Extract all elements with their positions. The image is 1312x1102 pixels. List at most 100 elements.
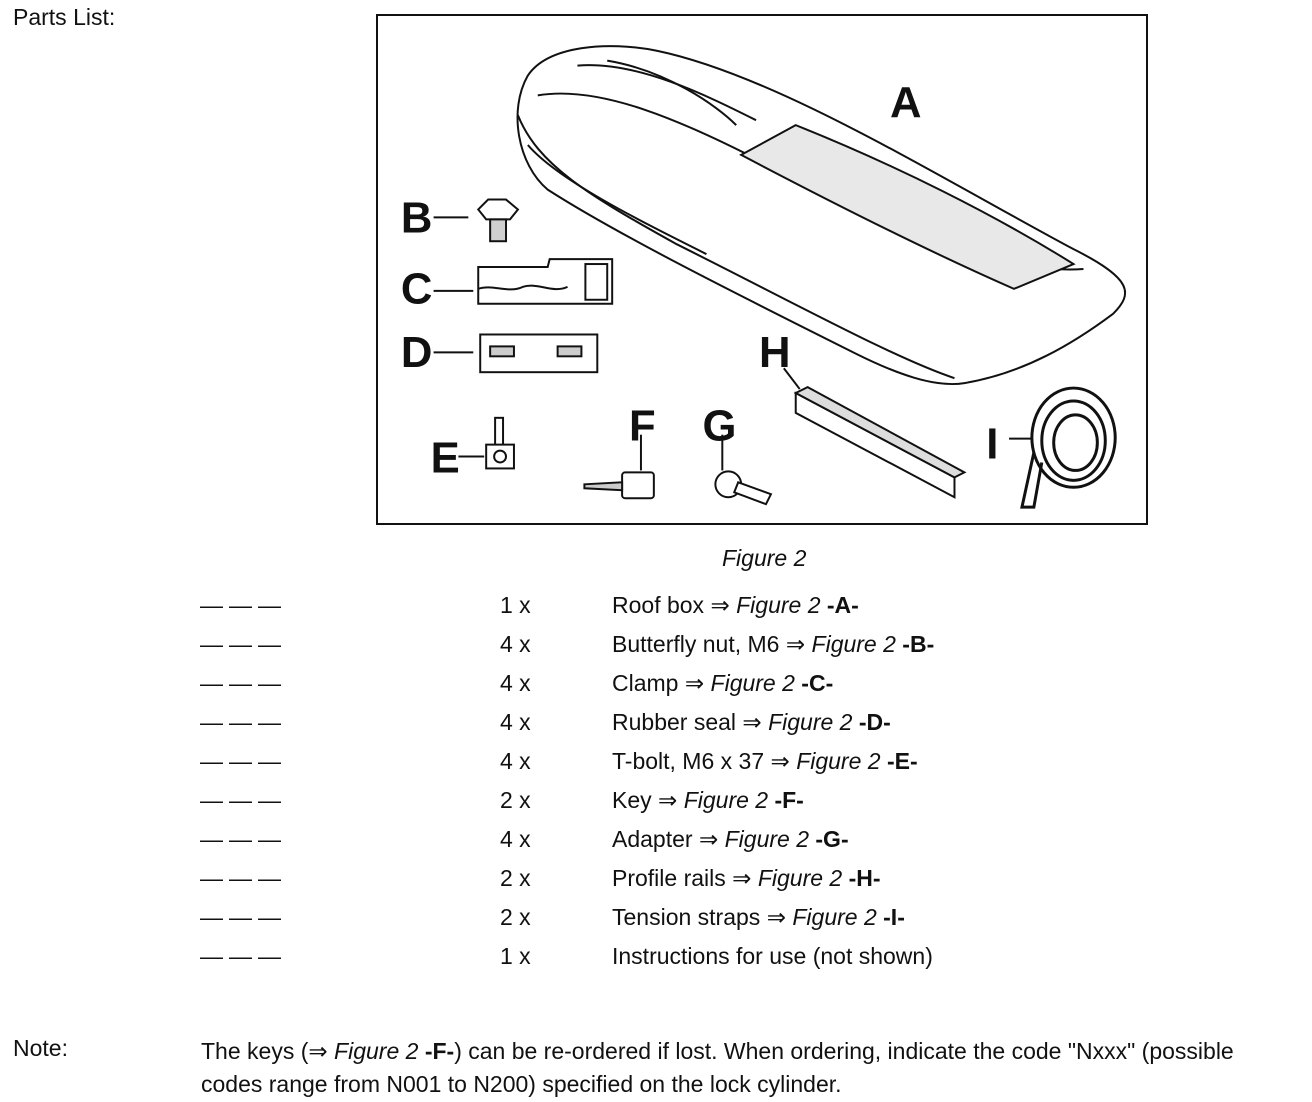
key-drawing bbox=[583, 434, 655, 500]
part-description: Instructions for use (not shown) bbox=[612, 943, 933, 970]
figure-letter: -B- bbox=[902, 631, 935, 657]
parts-row: ——— 1 x Roof box ⇒ Figure 2 -A- bbox=[0, 592, 1312, 628]
arrow-icon: ⇒ bbox=[766, 904, 786, 930]
part-number: ——— bbox=[200, 787, 287, 813]
part-number: ——— bbox=[200, 631, 287, 657]
figure-letter: -D- bbox=[858, 709, 891, 735]
quantity: 4 x bbox=[500, 670, 531, 696]
tension-strap-drawing bbox=[1020, 386, 1117, 509]
quantity: 4 x bbox=[500, 748, 531, 774]
parts-drawing: A B C D E F G H I bbox=[401, 45, 1127, 509]
part-description: T-bolt, M6 x 37 ⇒ Figure 2 -E- bbox=[612, 748, 918, 775]
part-description: Profile rails ⇒ Figure 2 -H- bbox=[612, 865, 881, 892]
description-text: Tension straps bbox=[612, 904, 761, 930]
figure-reference: Figure 2 bbox=[768, 709, 853, 735]
quantity: 4 x bbox=[500, 826, 531, 852]
part-description: Key ⇒ Figure 2 -F- bbox=[612, 787, 804, 814]
part-description: Clamp ⇒ Figure 2 -C- bbox=[612, 670, 833, 697]
figure-letter: -I- bbox=[883, 904, 905, 930]
figure-reference: Figure 2 bbox=[334, 1038, 419, 1064]
figure-letter: -H- bbox=[848, 865, 881, 891]
label-f: F bbox=[629, 402, 656, 451]
parts-list-heading: Parts List: bbox=[13, 4, 116, 30]
part-number: ——— bbox=[200, 865, 287, 891]
arrow-icon: ⇒ bbox=[742, 709, 762, 735]
clamp-drawing bbox=[477, 258, 614, 305]
quantity: 2 x bbox=[500, 865, 531, 891]
arrow-icon: ⇒ bbox=[658, 787, 678, 813]
quantity: 2 x bbox=[500, 904, 531, 930]
note-pre: The keys ( bbox=[201, 1038, 309, 1064]
quantity: 2 x bbox=[500, 787, 531, 813]
figure-letter: -A- bbox=[826, 592, 859, 618]
part-number: ——— bbox=[200, 709, 287, 735]
label-h: H bbox=[759, 328, 791, 377]
description-text: Clamp bbox=[612, 670, 679, 696]
parts-row: ——— 4 x Rubber seal ⇒ Figure 2 -D- bbox=[0, 709, 1312, 745]
description-text: Key bbox=[612, 787, 652, 813]
arrow-icon: ⇒ bbox=[684, 670, 705, 696]
figure-letter: -E- bbox=[886, 748, 918, 774]
label-i: I bbox=[986, 420, 998, 469]
arrow-icon: ⇒ bbox=[732, 865, 752, 891]
quantity: 4 x bbox=[500, 631, 531, 657]
figure-reference: Figure 2 bbox=[724, 826, 809, 852]
part-number: ——— bbox=[200, 670, 287, 696]
description-text: Adapter bbox=[612, 826, 693, 852]
label-e: E bbox=[431, 433, 460, 482]
parts-row: ——— 4 x Adapter ⇒ Figure 2 -G- bbox=[0, 826, 1312, 862]
figure-letter: -F- bbox=[774, 787, 804, 813]
parts-row: ——— 1 x Instructions for use (not shown) bbox=[0, 943, 1312, 979]
butterfly-nut-drawing bbox=[476, 198, 520, 243]
arrow-icon: ⇒ bbox=[308, 1038, 328, 1064]
description-text: T-bolt, M6 x 37 bbox=[612, 748, 765, 774]
part-description: Roof box ⇒ Figure 2 -A- bbox=[612, 592, 859, 619]
quantity: 4 x bbox=[500, 709, 531, 735]
quantity: 1 x bbox=[500, 592, 531, 618]
figure-reference: Figure 2 bbox=[683, 787, 769, 813]
figure-reference: Figure 2 bbox=[710, 670, 795, 696]
description-text: Roof box bbox=[612, 592, 705, 618]
description-text: Rubber seal bbox=[612, 709, 737, 735]
part-description: Tension straps ⇒ Figure 2 -I- bbox=[612, 904, 905, 931]
figure-reference: Figure 2 bbox=[796, 748, 881, 774]
part-description: Adapter ⇒ Figure 2 -G- bbox=[612, 826, 849, 853]
rubber-seal-drawing bbox=[479, 333, 599, 374]
figure-reference: Figure 2 bbox=[792, 904, 877, 930]
note-text: The keys (⇒ Figure 2 -F-) can be re-orde… bbox=[201, 1035, 1291, 1101]
figure-reference: Figure 2 bbox=[811, 631, 896, 657]
quantity: 1 x bbox=[500, 943, 531, 969]
arrow-icon: ⇒ bbox=[698, 826, 719, 852]
figure-letter: -C- bbox=[801, 670, 834, 696]
part-number: ——— bbox=[200, 943, 287, 969]
parts-row: ——— 2 x Profile rails ⇒ Figure 2 -H- bbox=[0, 865, 1312, 901]
part-number: ——— bbox=[200, 592, 287, 618]
figure-2-illustration: A B C D E F G H I bbox=[376, 14, 1148, 525]
note-label: Note: bbox=[13, 1035, 68, 1061]
adapter-drawing bbox=[714, 434, 773, 506]
parts-row: ——— 2 x Tension straps ⇒ Figure 2 -I- bbox=[0, 904, 1312, 940]
part-number: ——— bbox=[200, 904, 287, 930]
arrow-icon: ⇒ bbox=[785, 631, 806, 657]
profile-rail-drawing bbox=[783, 367, 967, 499]
parts-row: ——— 4 x T-bolt, M6 x 37 ⇒ Figure 2 -E- bbox=[0, 748, 1312, 784]
parts-row: ——— 2 x Key ⇒ Figure 2 -F- bbox=[0, 787, 1312, 823]
figure-letter: -G- bbox=[815, 826, 849, 852]
label-a: A bbox=[890, 78, 922, 127]
part-number: ——— bbox=[200, 826, 287, 852]
parts-row: ——— 4 x Clamp ⇒ Figure 2 -C- bbox=[0, 670, 1312, 706]
label-b: B bbox=[401, 193, 433, 242]
part-description: Rubber seal ⇒ Figure 2 -D- bbox=[612, 709, 891, 736]
arrow-icon: ⇒ bbox=[770, 748, 790, 774]
description-text: Profile rails bbox=[612, 865, 726, 891]
figure-letter: -F- bbox=[424, 1038, 455, 1064]
figure-reference: Figure 2 bbox=[757, 865, 843, 891]
part-number: ——— bbox=[200, 748, 287, 774]
figure-caption: Figure 2 bbox=[722, 545, 807, 571]
figure-reference: Figure 2 bbox=[736, 592, 821, 618]
label-g: G bbox=[702, 402, 736, 451]
t-bolt-drawing bbox=[485, 416, 515, 470]
parts-row: ——— 4 x Butterfly nut, M6 ⇒ Figure 2 -B- bbox=[0, 631, 1312, 667]
arrow-icon: ⇒ bbox=[710, 592, 730, 618]
description-text: Butterfly nut, M6 bbox=[612, 631, 780, 657]
